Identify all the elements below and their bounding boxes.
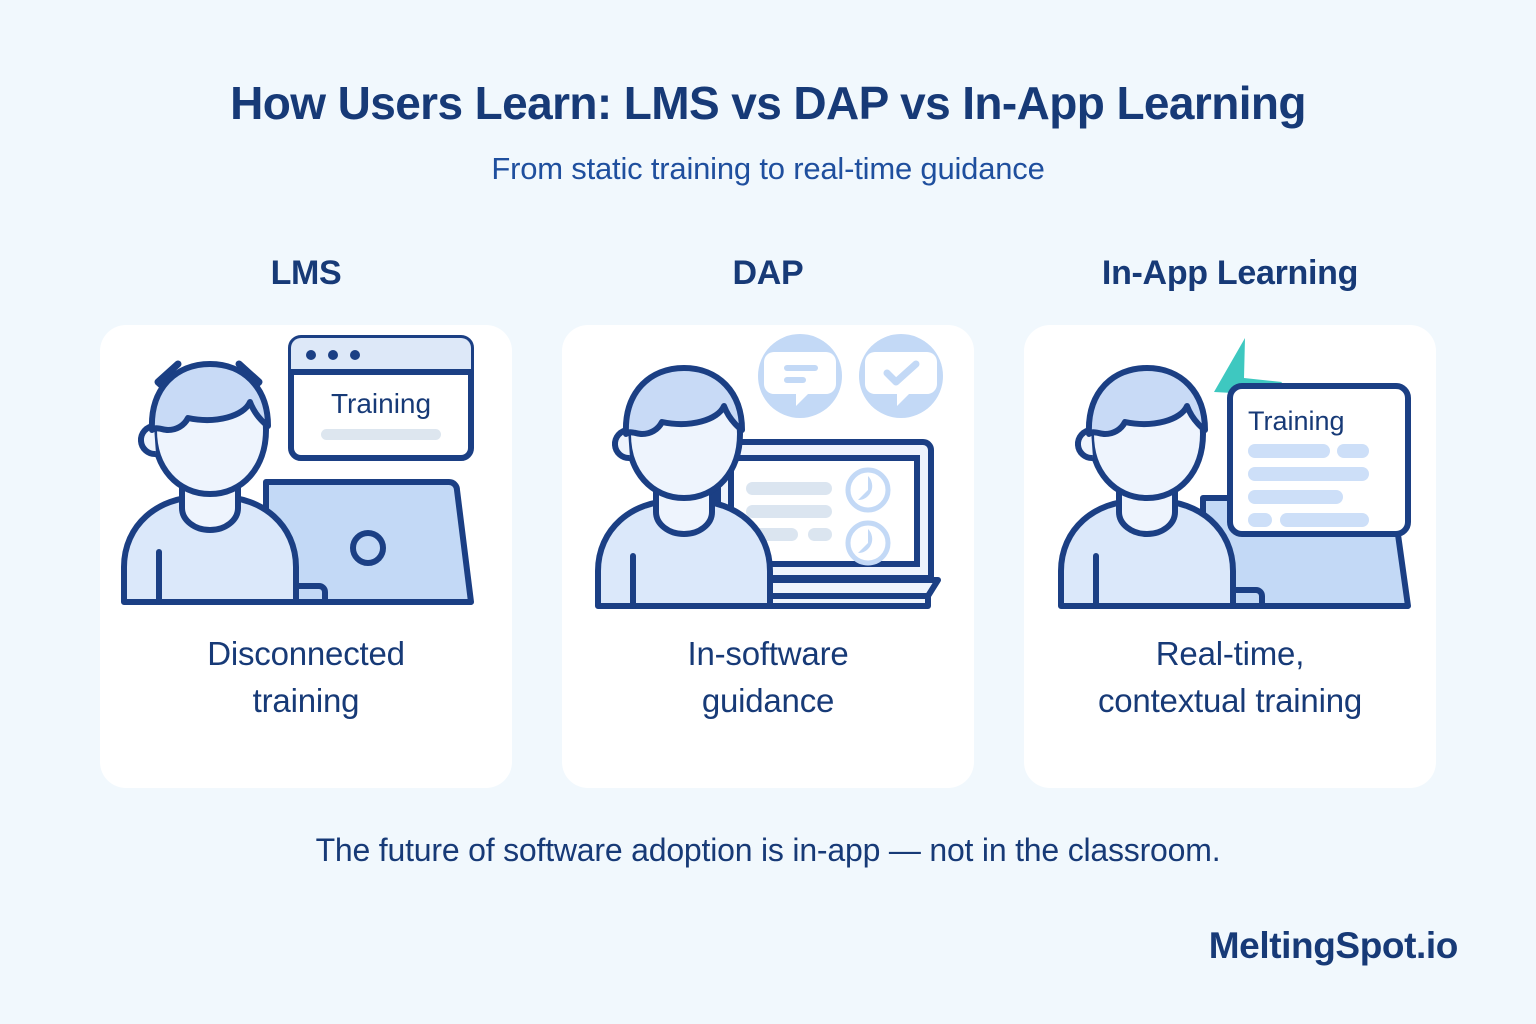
check-bubble-icon: [859, 334, 943, 418]
illustration-dap: [562, 325, 974, 635]
column-label-in-app-learning: In-App Learning: [1101, 254, 1359, 292]
person-icon: [121, 361, 299, 605]
panel-training-label: Training: [1248, 406, 1345, 436]
card-in-app-learning: Training: [1024, 325, 1436, 788]
card-dap: In-software guidance: [562, 325, 974, 788]
card-lms: Training: [100, 325, 512, 788]
illustration-lms: Training: [100, 325, 512, 635]
comparison-cards: Training: [100, 325, 1436, 788]
illustration-in-app-learning: Training: [1024, 325, 1436, 635]
progress-pie-icon: [845, 520, 891, 566]
person-icon: [595, 365, 773, 609]
brand-logo: MeltingSpot.io: [1208, 925, 1459, 966]
footer-tagline: The future of software adoption is in-ap…: [315, 832, 1221, 868]
message-bubble-icon: [758, 334, 842, 418]
card-caption-in-app-learning: Real-time, contextual training: [1097, 635, 1363, 719]
lms-illustration-svg: Training: [121, 335, 474, 605]
window-dot-icon: [306, 350, 316, 360]
progress-pie-icon: [845, 467, 891, 513]
column-label-dap: DAP: [732, 254, 804, 292]
page-subtitle: From static training to real-time guidan…: [491, 150, 1045, 186]
column-label-lms: LMS: [270, 254, 342, 292]
page-title: How Users Learn: LMS vs DAP vs In-App Le…: [230, 77, 1306, 129]
header: How Users Learn: LMS vs DAP vs In-App Le…: [0, 78, 1536, 187]
column-labels: LMS DAP In-App Learning: [100, 254, 1436, 293]
in-app-illustration-svg: Training: [1058, 338, 1411, 609]
person-icon: [1058, 365, 1236, 609]
training-browser-window: Training: [288, 335, 474, 461]
training-panel: Training: [1227, 383, 1411, 537]
window-dot-icon: [328, 350, 338, 360]
card-caption-dap: In-software guidance: [687, 635, 849, 719]
dap-illustration-svg: [595, 334, 943, 609]
card-caption-lms: Disconnected training: [207, 635, 405, 719]
browser-training-label: Training: [331, 388, 431, 419]
window-dot-icon: [350, 350, 360, 360]
